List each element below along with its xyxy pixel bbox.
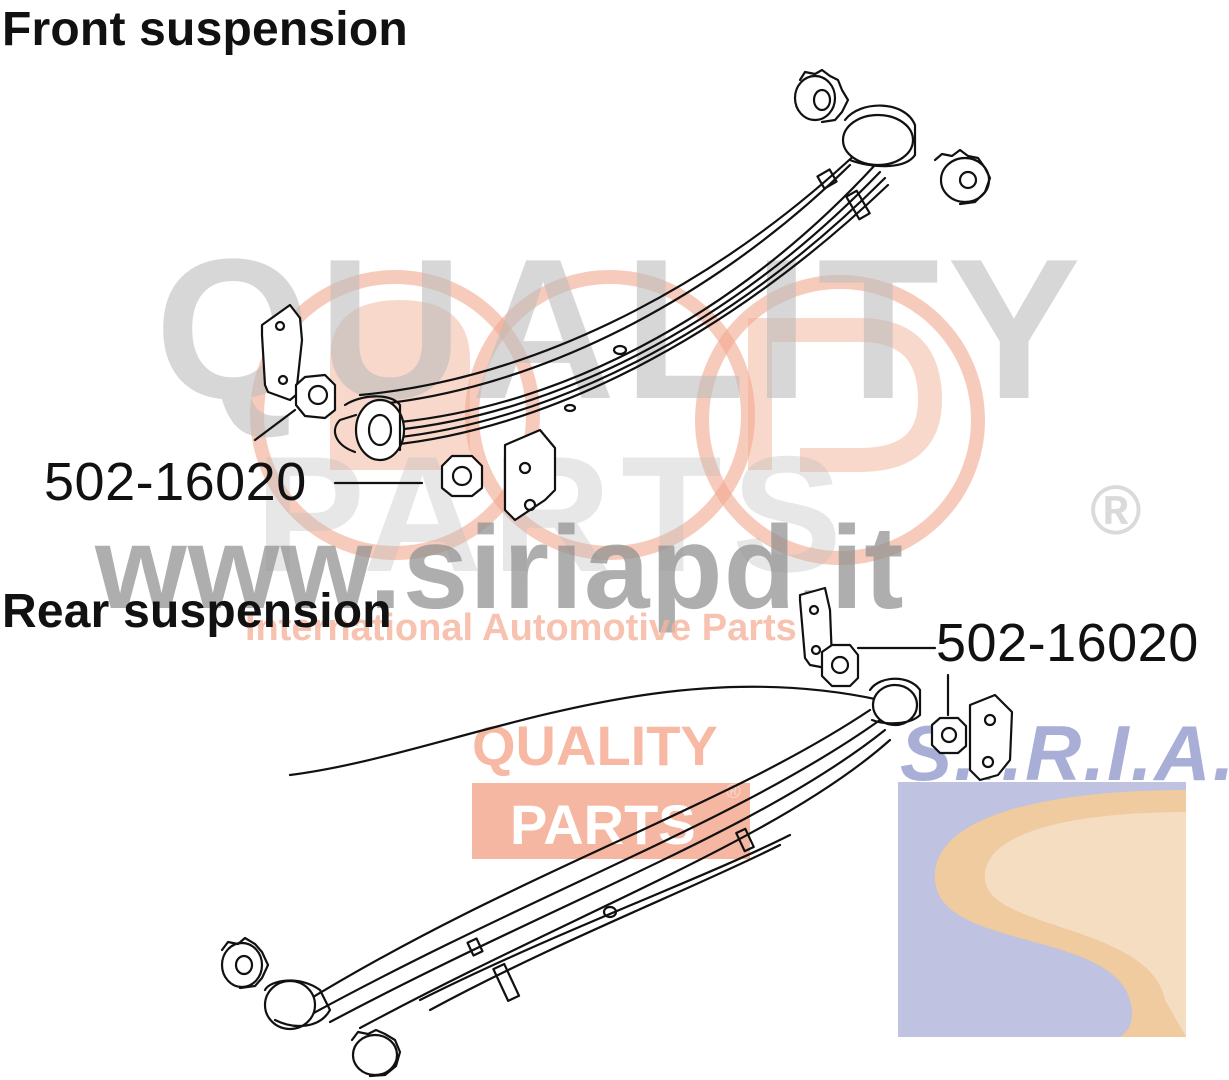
rear-spring-eye-front [868,677,922,727]
front-spring-eye-rear [333,395,406,462]
rear-left-bushing [220,936,270,990]
rear-bushing-upper [820,643,860,688]
rear-spring-clip-2 [466,937,484,957]
front-spring-eye-front [841,104,917,168]
front-spring-clip-1 [816,168,838,190]
rear-bottom-bushing [350,1028,402,1078]
rear-spring-main-leaf [298,708,872,1007]
front-suspension-title: Front suspension [2,3,408,56]
front-bushing-upper [294,373,337,420]
front-top-bushing [793,68,850,124]
front-spring-clip-2 [845,189,871,221]
front-shackle-right [503,428,557,522]
rear-spring-clip-1 [492,962,521,1002]
front-spring-center-bolt-2 [563,403,577,413]
rear-part-number: 502-16020 [936,613,1199,673]
rear-spring-eye-rear [263,979,332,1031]
rear-bushing-lower [930,716,968,755]
front-leaf-spring [358,148,890,447]
rear-shackle-right [968,693,1014,782]
front-spring-center-bolt [612,344,628,356]
front-bushing-lower [440,454,484,498]
rear-spring-center-bolt [602,905,618,919]
rear-suspension-title: Rear suspension [2,585,392,638]
front-right-bushing [933,148,992,206]
rear-leaf-spring [288,685,892,1030]
front-leader-line-1 [253,408,297,442]
front-part-number: 502-16020 [44,452,307,512]
